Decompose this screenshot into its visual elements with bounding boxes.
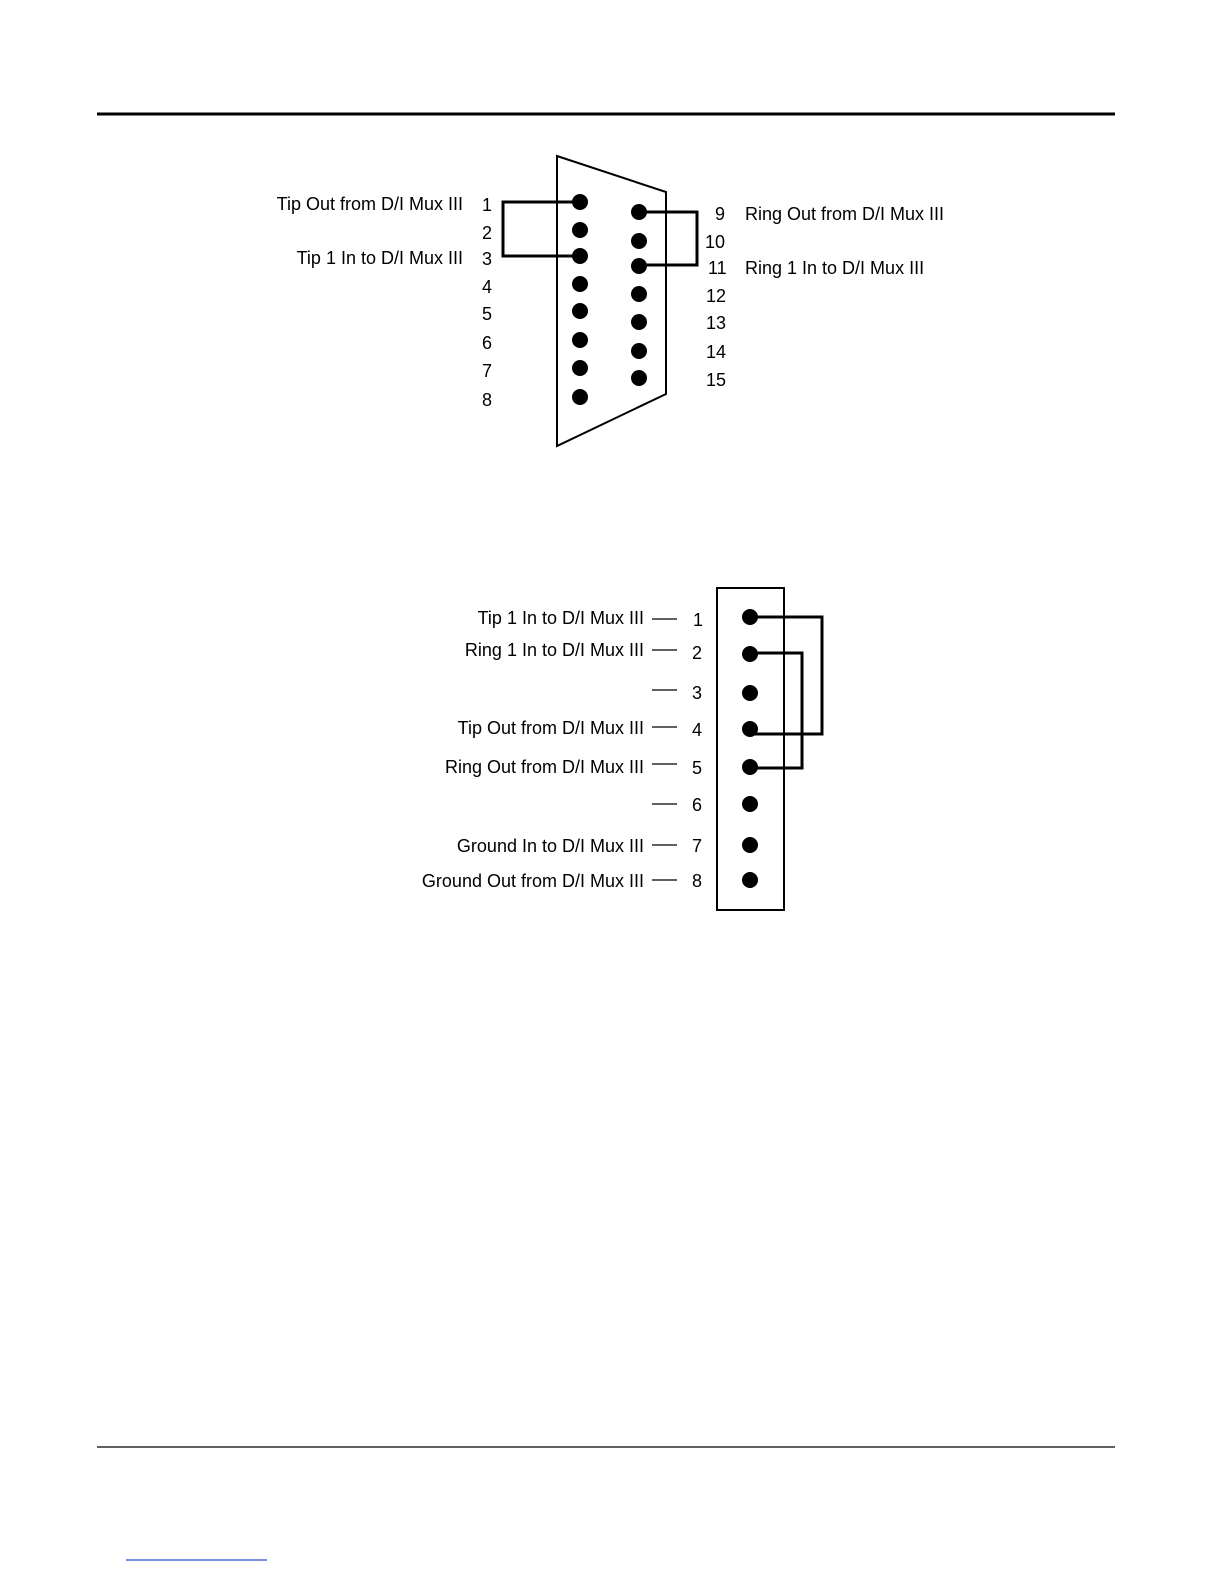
db15-pin-number: 10 [705, 232, 725, 252]
db15-pin-number: 1 [482, 195, 492, 215]
rj48-pin-4 [742, 721, 758, 737]
rj48-pin-number: 7 [692, 836, 702, 856]
rj48-pin-label: Ground Out from D/I Mux III [422, 871, 644, 891]
db15-pin-number: 6 [482, 333, 492, 353]
db15-pin-12 [631, 286, 647, 302]
rj48-pin-number: 6 [692, 795, 702, 815]
db15-pin-number: 8 [482, 390, 492, 410]
loopback-wire-1-4 [750, 615, 824, 736]
db15-pin-label: Ring Out from D/I Mux III [745, 204, 944, 224]
rj48-pin-label: Ring 1 In to D/I Mux III [465, 640, 644, 660]
rj48-pin-label: Tip Out from D/I Mux III [458, 718, 644, 738]
rj48-pin-number: 8 [692, 871, 702, 891]
rj48-pin-7 [742, 837, 758, 853]
db15-pin-label: Tip 1 In to D/I Mux III [297, 248, 463, 268]
db15-pin-number: 2 [482, 223, 492, 243]
rj48-pin-1 [742, 609, 758, 625]
db15-pin-number: 5 [482, 304, 492, 324]
db15-pin-number: 4 [482, 277, 492, 297]
rj48-pin-5 [742, 759, 758, 775]
rj48-pin-number: 1 [693, 610, 703, 630]
db15-pin-9 [631, 204, 647, 220]
rj48-pin-number: 4 [692, 720, 702, 740]
db15-pin-7 [572, 360, 588, 376]
rj48-connector: 1 2 3 4 5 6 7 8 Tip 1 In to D/I Mux III … [422, 587, 824, 911]
rj48-pin-2 [742, 646, 758, 662]
db15-pin-2 [572, 222, 588, 238]
rj48-pin-number: 2 [692, 643, 702, 663]
db15-pin-number: 11 [708, 258, 727, 278]
db15-pin-number: 7 [482, 361, 492, 381]
rj48-pin-number: 3 [692, 683, 702, 703]
db15-pin-5 [572, 303, 588, 319]
db15-pin-label: Tip Out from D/I Mux III [277, 194, 463, 214]
db15-pin-8 [572, 389, 588, 405]
db15-pin-15 [631, 370, 647, 386]
db15-pin-number: 15 [706, 370, 726, 390]
db15-pin-6 [572, 332, 588, 348]
db15-pin-13 [631, 314, 647, 330]
rj48-pin-label: Ground In to D/I Mux III [457, 836, 644, 856]
rj48-body [716, 587, 785, 911]
db15-pin-number: 13 [706, 313, 726, 333]
rj48-pin-label: Tip 1 In to D/I Mux III [478, 608, 644, 628]
db15-pin-number: 14 [706, 342, 726, 362]
db15-pin-label: Ring 1 In to D/I Mux III [745, 258, 924, 278]
db15-pin-10 [631, 233, 647, 249]
loopback-wire-9-11 [639, 210, 699, 267]
db15-pin-number: 3 [482, 249, 492, 269]
db15-pin-3 [572, 248, 588, 264]
rj48-pin-6 [742, 796, 758, 812]
db15-pin-number: 9 [715, 204, 725, 224]
loopback-wire-2-5 [750, 651, 804, 770]
rj48-pin-label: Ring Out from D/I Mux III [445, 757, 644, 777]
db15-pin-4 [572, 276, 588, 292]
rj48-pin-3 [742, 685, 758, 701]
db15-pin-11 [631, 258, 647, 274]
db15-connector: 1 2 3 4 5 6 7 8 Tip Out from D/I Mux III… [277, 154, 944, 448]
db15-pin-number: 12 [706, 286, 726, 306]
db15-pin-1 [572, 194, 588, 210]
db15-pin-14 [631, 343, 647, 359]
rj48-pin-number: 5 [692, 758, 702, 778]
db15-shell [556, 154, 667, 448]
rj48-pin-8 [742, 872, 758, 888]
loopback-wire-1-3 [501, 200, 580, 258]
